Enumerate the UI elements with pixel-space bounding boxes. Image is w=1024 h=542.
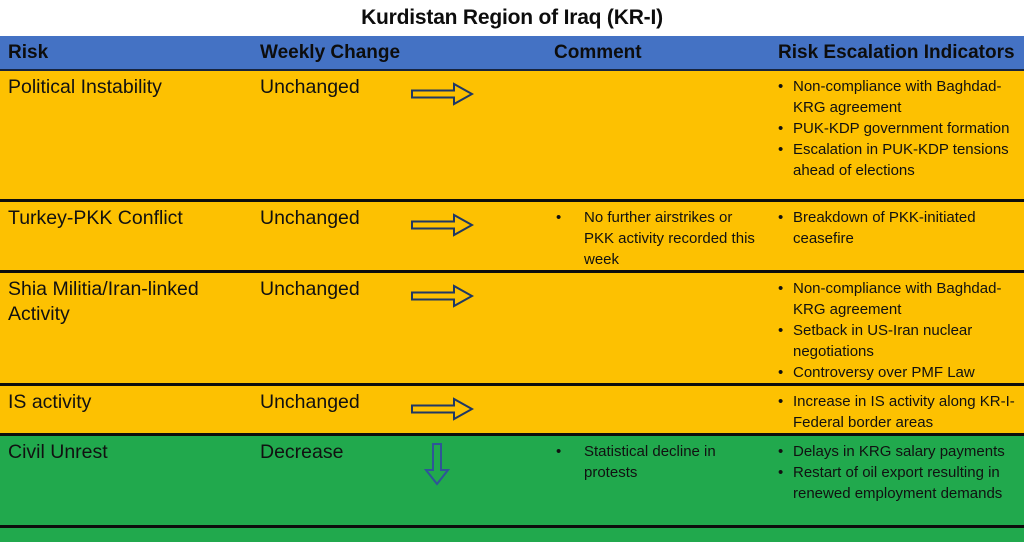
comment-cell: • No further airstrikes or PKK activity r…	[502, 202, 772, 270]
bullet-icon: •	[778, 443, 784, 460]
weekly-change-cell: Decrease	[260, 441, 344, 463]
table-row: Turkey-PKK Conflict Unchanged • No further …	[0, 202, 1024, 273]
table-row: Shia Militia/Iran-linked Activity Unchang…	[0, 273, 1024, 386]
comment-cell: • Statistical decline in protests	[502, 436, 772, 483]
indicator-item: • Increase in IS activity along KR-I-Fede…	[778, 391, 1020, 433]
table-row: Civil Unrest Decrease • Statistical decline…	[0, 436, 1024, 528]
indicator-item-text: PUK-KDP government formation	[793, 120, 1010, 137]
down-arrow-icon	[424, 443, 450, 486]
risk-cell: Shia Militia/Iran-linked Activity	[8, 278, 199, 325]
indicator-cell: • Increase in IS activity along KR-I-Fede…	[772, 386, 1024, 433]
table-row: Political Instability Unchanged • Non-compl…	[0, 71, 1024, 202]
indicator-item-text: Delays in KRG salary payments	[793, 443, 1005, 460]
bullet-icon: •	[556, 209, 562, 226]
indicator-item: • Non-compliance with Baghdad-KRG agreeme…	[778, 76, 1020, 118]
trend-arrow-cell	[402, 273, 502, 308]
trend-arrow-cell	[402, 71, 502, 106]
title-bar: Kurdistan Region of Iraq (KR-I)	[0, 0, 1024, 36]
indicator-item: • Non-compliance with Baghdad-KRG agreeme…	[778, 278, 1020, 320]
indicator-item-text: Non-compliance with Baghdad-KRG agreemen…	[793, 280, 1002, 318]
bullet-icon: •	[778, 209, 784, 226]
next-row-cutoff	[0, 528, 1024, 542]
risk-cell: Political Instability	[8, 76, 162, 98]
column-header-risk: Risk	[8, 41, 49, 63]
bullet-icon: •	[778, 141, 784, 158]
column-header-comment: Comment	[554, 41, 642, 63]
bullet-icon: •	[778, 322, 784, 339]
bullet-icon: •	[778, 364, 784, 381]
comment-cell	[502, 386, 772, 391]
trend-arrow-cell	[402, 386, 502, 421]
indicator-cell: • Non-compliance with Baghdad-KRG agreeme…	[772, 273, 1024, 383]
weekly-change-cell: Unchanged	[260, 207, 360, 229]
comment-item: • No further airstrikes or PKK activity r…	[556, 207, 768, 270]
indicator-item-text: Restart of oil export resulting in renew…	[793, 464, 1003, 502]
indicator-item: • Breakdown of PKK-initiated ceasefire	[778, 207, 1020, 249]
indicator-item: • Setback in US-Iran nuclear negotiations	[778, 320, 1020, 362]
indicator-item: • Delays in KRG salary payments	[778, 441, 1020, 462]
risk-cell: Civil Unrest	[8, 441, 108, 463]
table-header-row: Risk Weekly Change Comment Risk Escalati…	[0, 36, 1024, 71]
comment-item-text: No further airstrikes or PKK activity re…	[584, 209, 755, 268]
indicator-cell: • Non-compliance with Baghdad-KRG agreeme…	[772, 71, 1024, 181]
bullet-icon: •	[778, 78, 784, 95]
bullet-icon: •	[778, 120, 784, 137]
bullet-icon: •	[556, 443, 562, 460]
weekly-change-cell: Unchanged	[260, 278, 360, 300]
table-row: IS activity Unchanged • Increase in IS acti…	[0, 386, 1024, 436]
right-arrow-icon	[411, 284, 474, 308]
indicator-item: • Restart of oil export resulting in rene…	[778, 462, 1020, 504]
column-header-weekly-change: Weekly Change	[260, 41, 401, 63]
trend-arrow-cell	[402, 202, 502, 237]
comment-cell	[502, 71, 772, 76]
right-arrow-icon	[411, 213, 474, 237]
bullet-icon: •	[778, 464, 784, 481]
indicator-cell: • Delays in KRG salary payments • Restart o…	[772, 436, 1024, 504]
indicator-item-text: Breakdown of PKK-initiated ceasefire	[793, 209, 976, 247]
indicator-item-text: Controversy over PMF Law	[793, 364, 975, 381]
bullet-icon: •	[778, 393, 784, 410]
trend-arrow-cell	[402, 436, 502, 486]
indicator-item-text: Increase in IS activity along KR-I-Feder…	[793, 393, 1015, 431]
right-arrow-icon	[411, 82, 474, 106]
right-arrow-icon	[411, 397, 474, 421]
comment-item-text: Statistical decline in protests	[584, 443, 716, 481]
indicator-item: • Controversy over PMF Law	[778, 362, 1020, 383]
weekly-change-cell: Unchanged	[260, 391, 360, 413]
risk-cell: Turkey-PKK Conflict	[8, 207, 183, 229]
weekly-change-cell: Unchanged	[260, 76, 360, 98]
comment-item: • Statistical decline in protests	[556, 441, 768, 483]
indicator-item-text: Non-compliance with Baghdad-KRG agreemen…	[793, 78, 1002, 116]
indicator-item-text: Setback in US-Iran nuclear negotiations	[793, 322, 973, 360]
column-header-risk-escalation-indicators: Risk Escalation Indicators	[778, 41, 1015, 63]
indicator-item: • PUK-KDP government formation	[778, 118, 1020, 139]
indicator-cell: • Breakdown of PKK-initiated ceasefire	[772, 202, 1024, 249]
comment-cell	[502, 273, 772, 278]
bullet-icon: •	[778, 280, 784, 297]
indicator-item: • Escalation in PUK-KDP tensions ahead of…	[778, 139, 1020, 181]
page-title: Kurdistan Region of Iraq (KR-I)	[361, 6, 663, 29]
indicator-item-text: Escalation in PUK-KDP tensions ahead of …	[793, 141, 1009, 179]
risk-cell: IS activity	[8, 391, 92, 413]
